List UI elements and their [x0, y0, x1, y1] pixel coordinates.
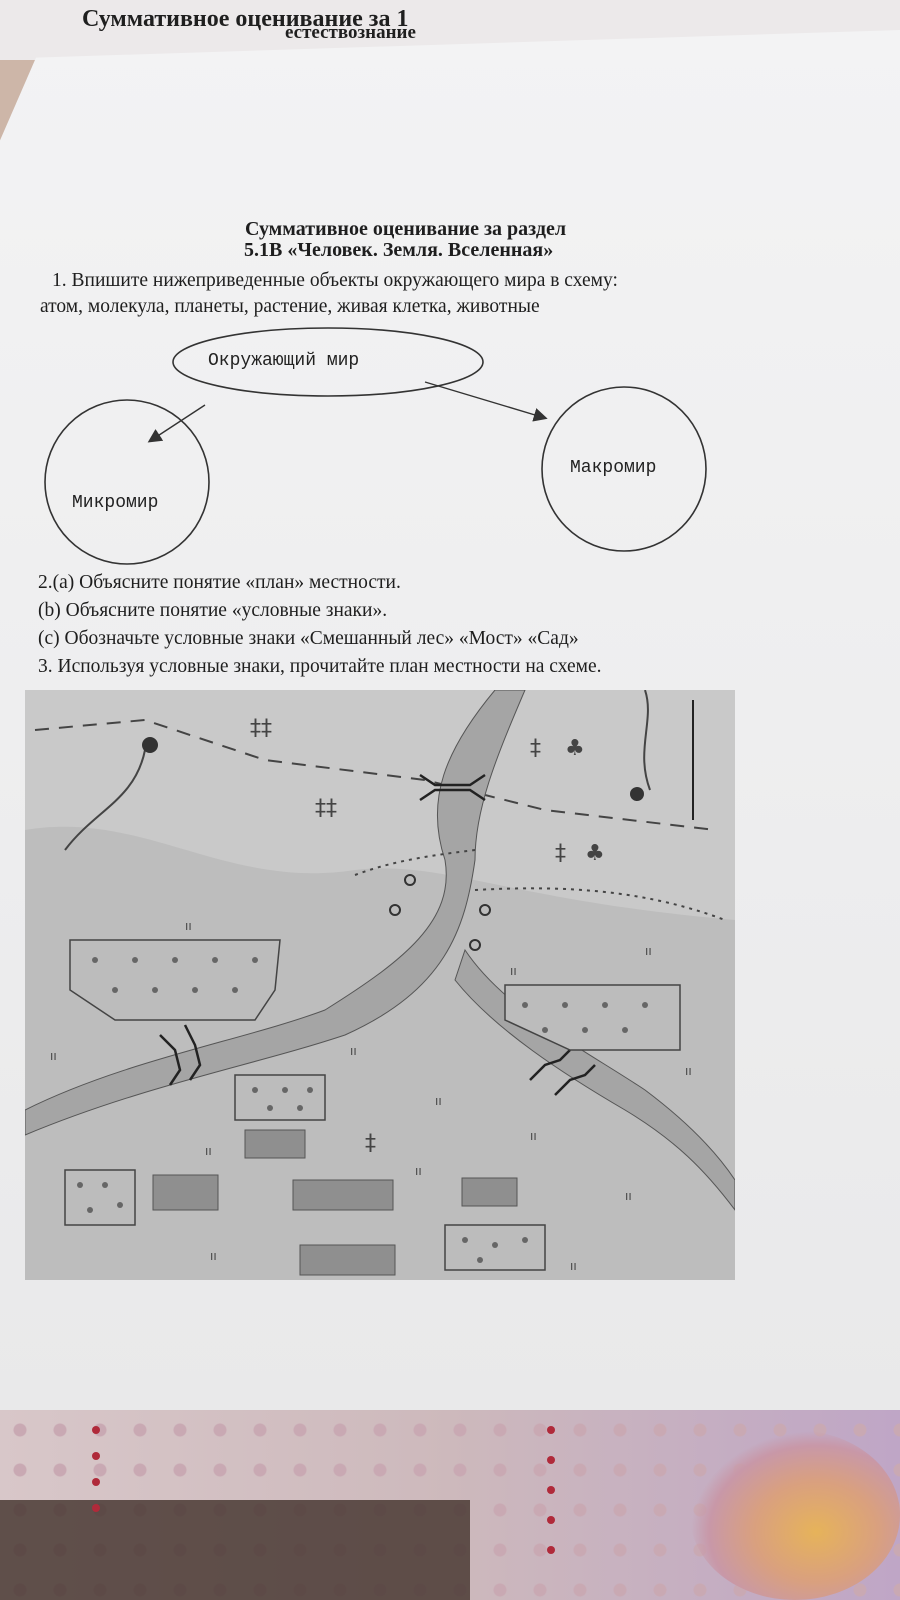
table-shadow — [0, 1500, 470, 1600]
task2-b: (b) Объясните понятие «условные знаки». — [38, 600, 388, 621]
task1-line-1: 1. Впишите нижеприведенные объекты окруж… — [52, 270, 618, 291]
bridge — [159, 773, 596, 1096]
task2-a: 2.(a) Объясните понятие «план» местности… — [38, 572, 401, 593]
arrow-to-micro — [147, 404, 206, 443]
svg-text:ıı: ıı — [625, 1189, 632, 1203]
svg-text:ıı: ıı — [415, 1164, 422, 1178]
svg-text:ıı: ıı — [205, 1144, 212, 1158]
world-ellipse — [172, 327, 484, 397]
river — [25, 690, 526, 1136]
arrow-to-macro — [424, 381, 548, 422]
tablecloth-flower — [690, 1430, 900, 1600]
svg-text:ıı: ıı — [185, 919, 192, 933]
svg-text:ıı: ıı — [685, 1064, 692, 1078]
svg-text:‡: ‡ — [555, 841, 566, 866]
world-label: Окружающий мир — [208, 351, 359, 371]
micro-circle — [44, 399, 210, 565]
svg-text:♣: ♣ — [565, 736, 585, 761]
svg-text:‡‡: ‡‡ — [250, 716, 272, 741]
back-sheet-subtitle: естествознание — [285, 22, 416, 43]
heading-line-1: Суммативное оценивание за раздел — [245, 218, 567, 240]
micro-label: Микромир — [72, 493, 158, 513]
svg-text:ıı: ıı — [435, 1094, 442, 1108]
task3-text: 3. Используя условные знаки, прочитайте … — [38, 656, 602, 677]
svg-text:ıı: ıı — [570, 1259, 577, 1273]
svg-text:‡: ‡ — [530, 736, 541, 761]
building-symbols — [152, 1129, 518, 1276]
task1-line-2: атом, молекула, планеты, растение, живая… — [40, 296, 540, 317]
forest-symbols: ‡‡ ‡‡ ‡ ♣ ‡ ♣ ‡ — [250, 716, 605, 1156]
svg-text:ıı: ıı — [510, 964, 517, 978]
svg-text:ıı: ıı — [645, 944, 652, 958]
svg-text:ıı: ıı — [530, 1129, 537, 1143]
tablecloth-dots — [90, 1420, 102, 1590]
svg-text:‡‡: ‡‡ — [315, 796, 337, 821]
dashed-path — [34, 718, 716, 831]
svg-text:ıı: ıı — [350, 1044, 357, 1058]
garden-symbols — [64, 939, 681, 1271]
svg-text:ıı: ıı — [210, 1249, 217, 1263]
svg-text:‡: ‡ — [365, 1131, 376, 1156]
macro-label: Макромир — [570, 458, 656, 478]
stream — [64, 749, 146, 851]
svg-text:ıı: ıı — [50, 1049, 57, 1063]
tablecloth-dots-2 — [545, 1420, 557, 1590]
macro-circle — [541, 386, 707, 552]
back-sheet-title: Суммативное оценивание за 1 — [82, 6, 409, 32]
task2-c: (c) Обозначьте условные знаки «Смешанный… — [38, 628, 579, 649]
heading-line-2: 5.1В «Человек. Земля. Вселенная» — [244, 239, 554, 261]
svg-text:♣: ♣ — [585, 841, 605, 866]
